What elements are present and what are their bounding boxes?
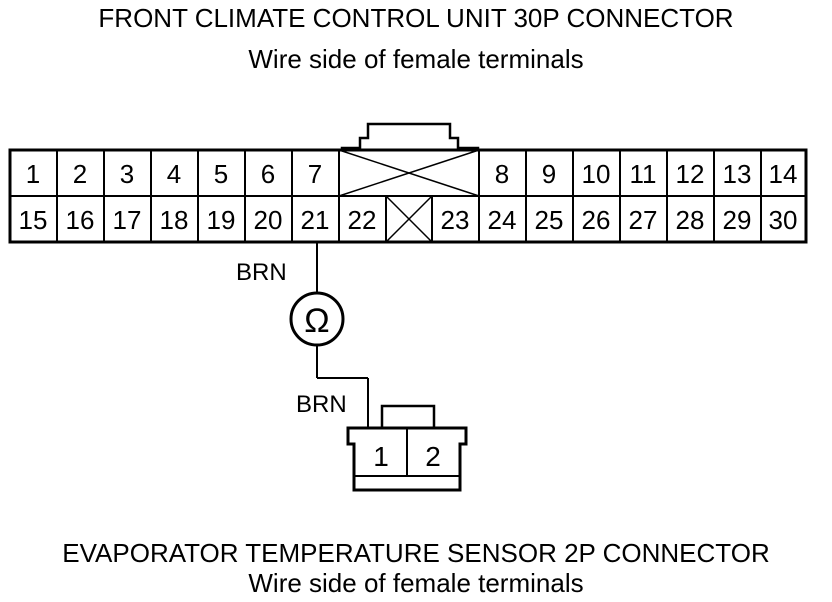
- top-connector-subtitle: Wire side of female terminals: [248, 44, 584, 74]
- pin-label: 10: [582, 159, 611, 189]
- pin-label: 30: [769, 205, 798, 235]
- pin-label: 7: [308, 159, 322, 189]
- pin-label: 14: [769, 159, 798, 189]
- wire-color-label: BRN: [296, 391, 347, 418]
- pin-label: 19: [207, 205, 236, 235]
- pin-label: 18: [160, 205, 189, 235]
- pin-label: 24: [488, 205, 517, 235]
- pin-label: 16: [66, 205, 95, 235]
- pin-label: 22: [348, 205, 377, 235]
- pin-label: 2: [73, 159, 87, 189]
- top-connector-body: [8, 122, 808, 244]
- pin-label: 1: [373, 441, 389, 472]
- pin-label: 2: [425, 441, 441, 472]
- pin-label: 3: [120, 159, 134, 189]
- ohmmeter-icon: Ω: [289, 291, 345, 347]
- pin-label: 12: [676, 159, 705, 189]
- pin-label: 27: [629, 205, 658, 235]
- pin-label: 17: [113, 205, 142, 235]
- pin-label: 4: [167, 159, 181, 189]
- pin-label: 1: [26, 159, 40, 189]
- bottom-connector-subtitle: Wire side of female terminals: [248, 568, 584, 598]
- wire-color-label: BRN: [236, 259, 287, 286]
- brn-wire: [316, 242, 369, 428]
- bottom-connector-body: [346, 404, 468, 492]
- pin-label: 21: [301, 205, 330, 235]
- pin-label: 9: [542, 159, 556, 189]
- pin-label: 11: [630, 159, 657, 189]
- pin-label: 13: [723, 159, 752, 189]
- pin-label: 6: [261, 159, 275, 189]
- pin-label: 8: [495, 159, 509, 189]
- pin-label: 20: [254, 205, 283, 235]
- bottom-connector-title: EVAPORATOR TEMPERATURE SENSOR 2P CONNECT…: [62, 538, 770, 568]
- pin-label: 28: [676, 205, 705, 235]
- pin-label: 29: [723, 205, 752, 235]
- pin-label: 26: [582, 205, 611, 235]
- pin-label: 23: [441, 205, 470, 235]
- pin-label: 25: [535, 205, 564, 235]
- ohm-symbol: Ω: [304, 302, 329, 340]
- top-connector-title: FRONT CLIMATE CONTROL UNIT 30P CONNECTOR: [98, 3, 734, 33]
- pin-label: 15: [19, 205, 48, 235]
- pin-label: 5: [214, 159, 228, 189]
